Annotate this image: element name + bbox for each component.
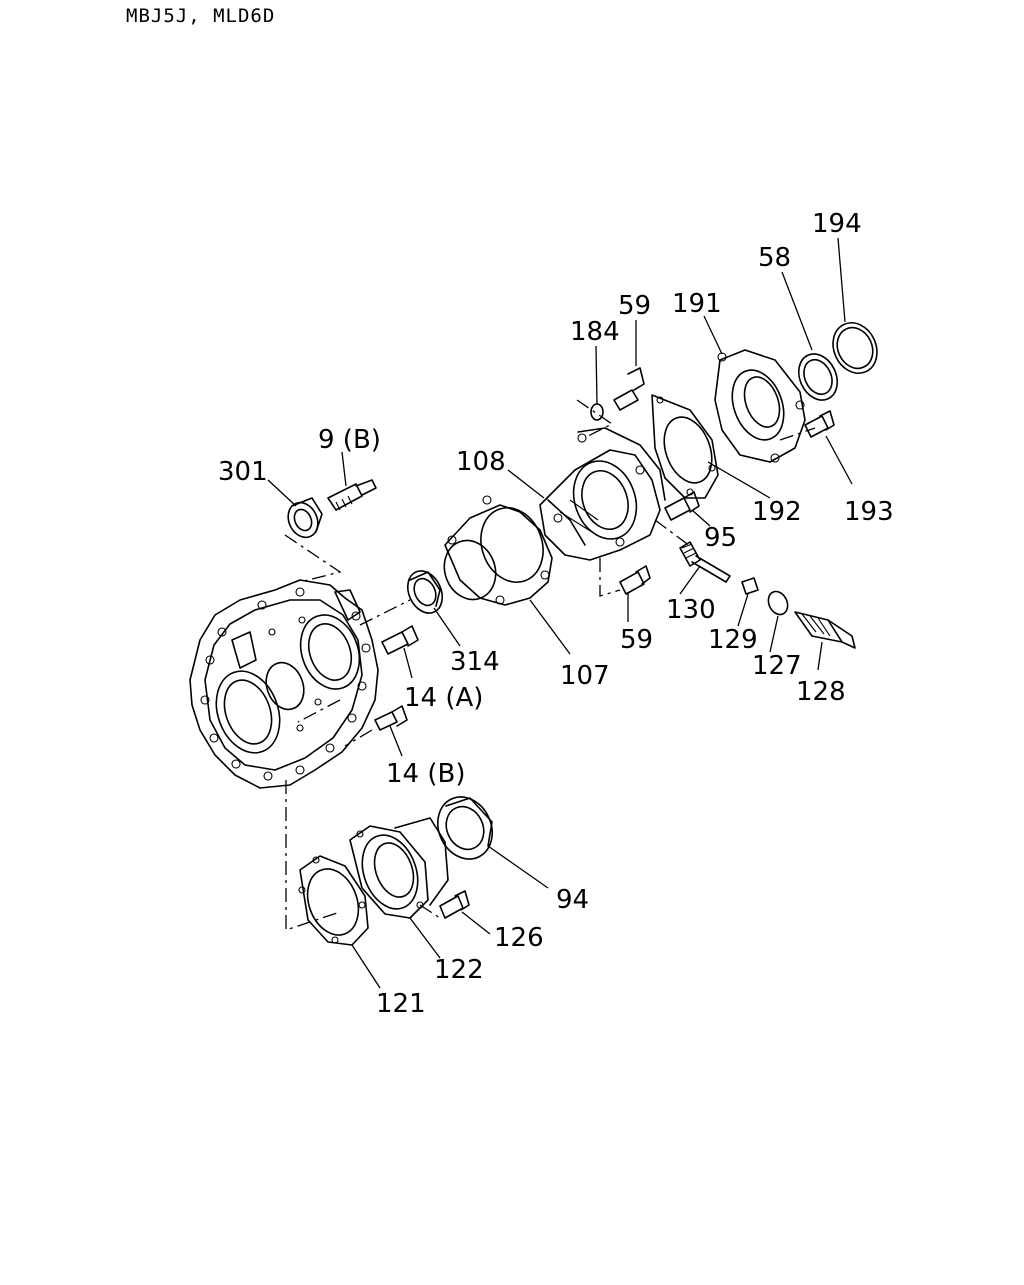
bearing-301: [287, 497, 323, 539]
bolt-126: [439, 890, 470, 919]
o-ring-127: [767, 590, 789, 616]
gasket-192: [651, 394, 719, 499]
label-121: 121: [376, 989, 426, 1019]
bolt-59-upper: [613, 367, 645, 411]
label-191: 191: [672, 289, 722, 319]
label-14b: 14 (B): [386, 759, 465, 789]
washer-184: [590, 403, 604, 421]
retainer-122: [349, 817, 449, 919]
alignment-lines: [284, 399, 816, 931]
label-58: 58: [758, 243, 791, 273]
label-9b: 9 (B): [318, 425, 381, 455]
label-184: 184: [570, 317, 620, 347]
oil-seal-314: [406, 570, 444, 614]
leader-lines: [267, 237, 853, 989]
label-59-upper: 59: [618, 291, 651, 321]
gasket-121: [298, 855, 369, 946]
model-code-header: MBJ5J, MLD6D: [126, 5, 276, 27]
label-127: 127: [752, 651, 802, 681]
label-193: 193: [844, 497, 894, 527]
gasket-107: [443, 495, 553, 606]
label-122: 122: [434, 955, 484, 985]
part-labels: 194 58 191 59 184 9 (B) 301 108 192 193 …: [218, 209, 894, 1019]
label-301: 301: [218, 457, 268, 487]
driven-gear-130: [679, 541, 731, 583]
label-314: 314: [450, 647, 500, 677]
label-130: 130: [666, 595, 716, 625]
label-126: 126: [494, 923, 544, 953]
bolt-193: [804, 410, 835, 438]
label-108: 108: [456, 447, 506, 477]
label-128: 128: [796, 677, 846, 707]
bolt-59-lower: [619, 565, 651, 595]
bolt-14a: [381, 625, 419, 655]
seal-194: [832, 322, 878, 374]
adapter-housing-108: [539, 427, 666, 561]
bolt-95: [664, 491, 700, 521]
cover-191: [714, 349, 806, 463]
label-192: 192: [752, 497, 802, 527]
sleeve-128: [794, 611, 856, 649]
bush-129: [741, 577, 759, 595]
oil-seal-94: [437, 796, 493, 860]
label-129: 129: [708, 625, 758, 655]
label-95: 95: [704, 523, 737, 553]
label-107: 107: [560, 661, 610, 691]
transmission-housing: [189, 579, 379, 789]
bolt-14b: [374, 705, 408, 731]
ring-58: [797, 353, 839, 401]
label-94: 94: [556, 885, 589, 915]
label-59-lower: 59: [620, 625, 653, 655]
label-14a: 14 (A): [404, 683, 483, 713]
switch-9b: [327, 479, 377, 511]
label-194: 194: [812, 209, 862, 239]
